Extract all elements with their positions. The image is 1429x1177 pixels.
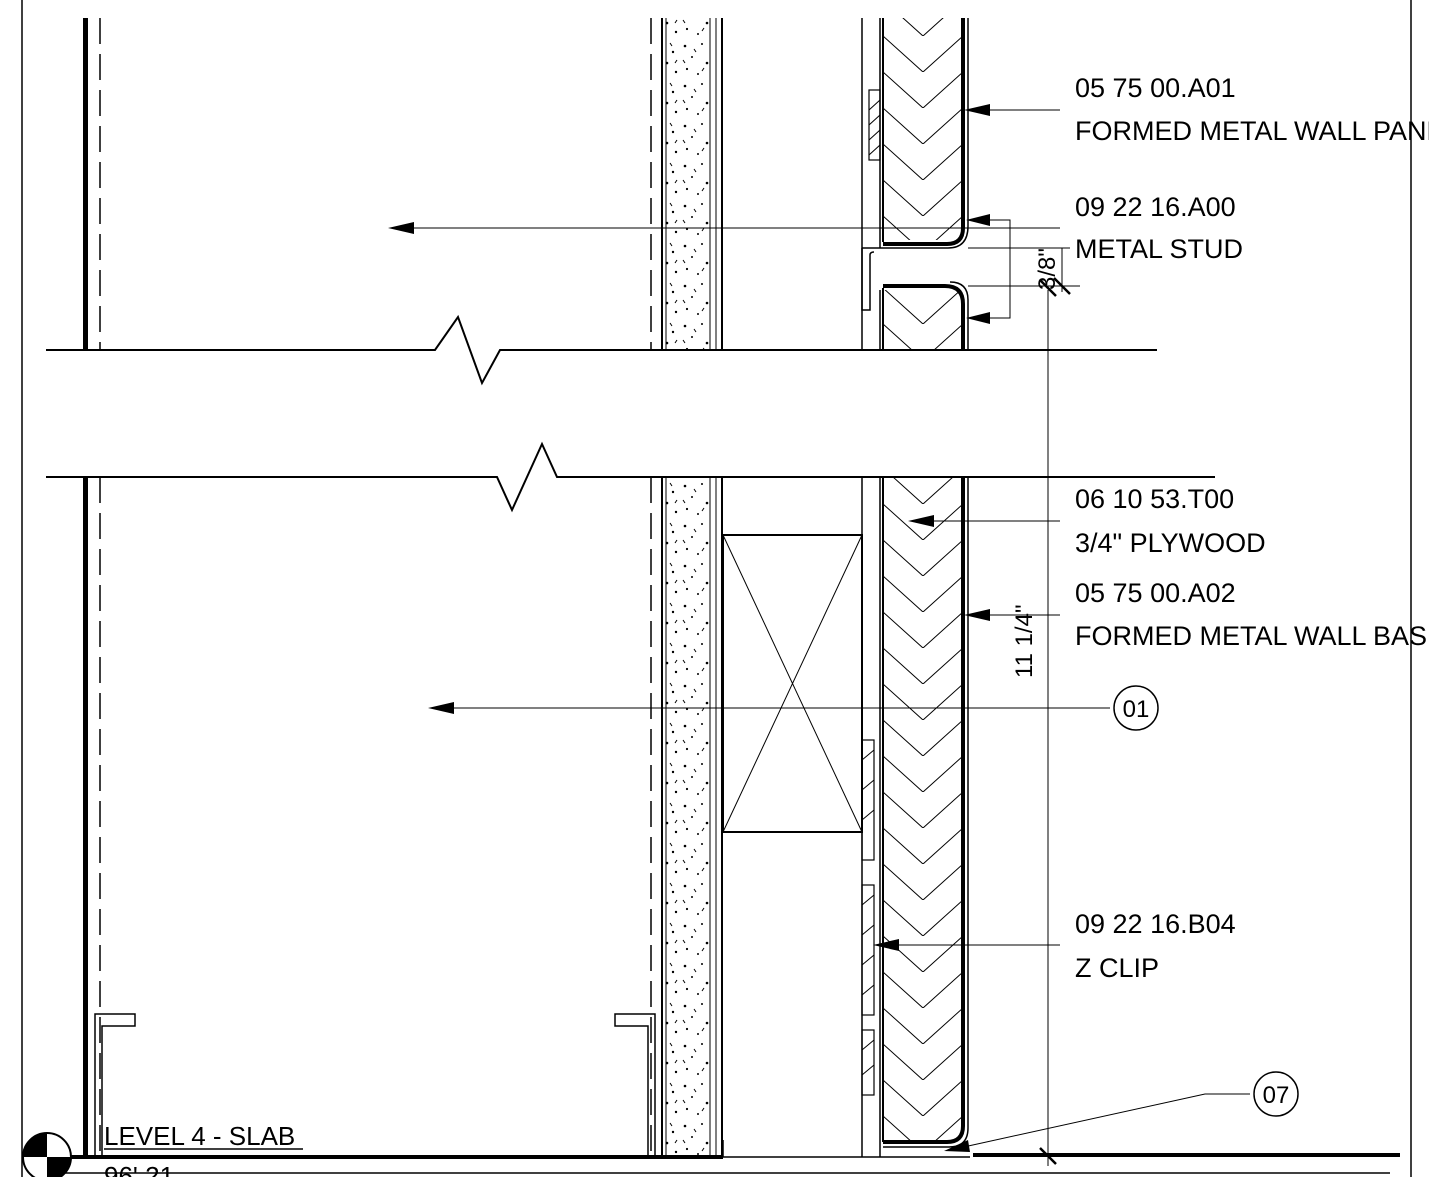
leader-tag-07 — [944, 1093, 1250, 1152]
callout-panel-code: 05 75 00.A01 — [1075, 73, 1236, 103]
sheathing-insulation — [661, 18, 723, 1157]
floor-slab — [46, 1140, 1400, 1174]
tag-07-label: 07 — [1263, 1082, 1290, 1109]
metal-stud-upper — [861, 18, 881, 350]
break-line-upper — [46, 314, 1157, 386]
dimension-small — [968, 247, 1080, 295]
leader-plywood — [908, 515, 1060, 527]
leader-z-clip — [873, 939, 1060, 951]
tag-01-label: 01 — [1123, 696, 1150, 723]
dimension-large-label: 11 1/4" — [1011, 605, 1038, 678]
callout-panel-desc: FORMED METAL WALL PANE — [1075, 116, 1429, 146]
plywood-layer — [882, 18, 963, 1142]
callout-base-desc: FORMED METAL WALL BASE — [1075, 621, 1429, 651]
level-name: LEVEL 4 - SLAB — [104, 1121, 295, 1151]
tag-bubble-01: 01 — [1113, 685, 1159, 731]
callout-stud-desc: METAL STUD — [1075, 234, 1243, 264]
dimension-small-label: 3/8" — [1034, 248, 1061, 290]
z-clip-group — [861, 739, 875, 1096]
leader-metal-stud — [388, 214, 1060, 324]
level-marker: LEVEL 4 - SLAB 96' 21 — [22, 1121, 303, 1177]
interior-wall-face — [83, 18, 101, 1157]
break-line-lower — [46, 441, 1215, 513]
blocking-member — [722, 477, 881, 1157]
callout-base-code: 05 75 00.A02 — [1075, 578, 1236, 608]
tag-bubble-07: 07 — [1253, 1071, 1299, 1117]
leader-wall-base — [964, 609, 1060, 621]
base-track-brackets — [94, 1013, 656, 1157]
callout-zclip-desc: Z CLIP — [1075, 953, 1159, 983]
callout-plywood-desc: 3/4" PLYWOOD — [1075, 528, 1266, 558]
callout-zclip-code: 09 22 16.B04 — [1075, 909, 1236, 939]
dimension-large — [1039, 279, 1057, 1166]
callout-plywood-code: 06 10 53.T00 — [1075, 484, 1234, 514]
callout-stud-code: 09 22 16.A00 — [1075, 192, 1236, 222]
level-elevation: 96' 21 — [104, 1161, 174, 1177]
leader-tag-01 — [428, 702, 1110, 714]
leader-metal-panel — [964, 104, 1060, 116]
